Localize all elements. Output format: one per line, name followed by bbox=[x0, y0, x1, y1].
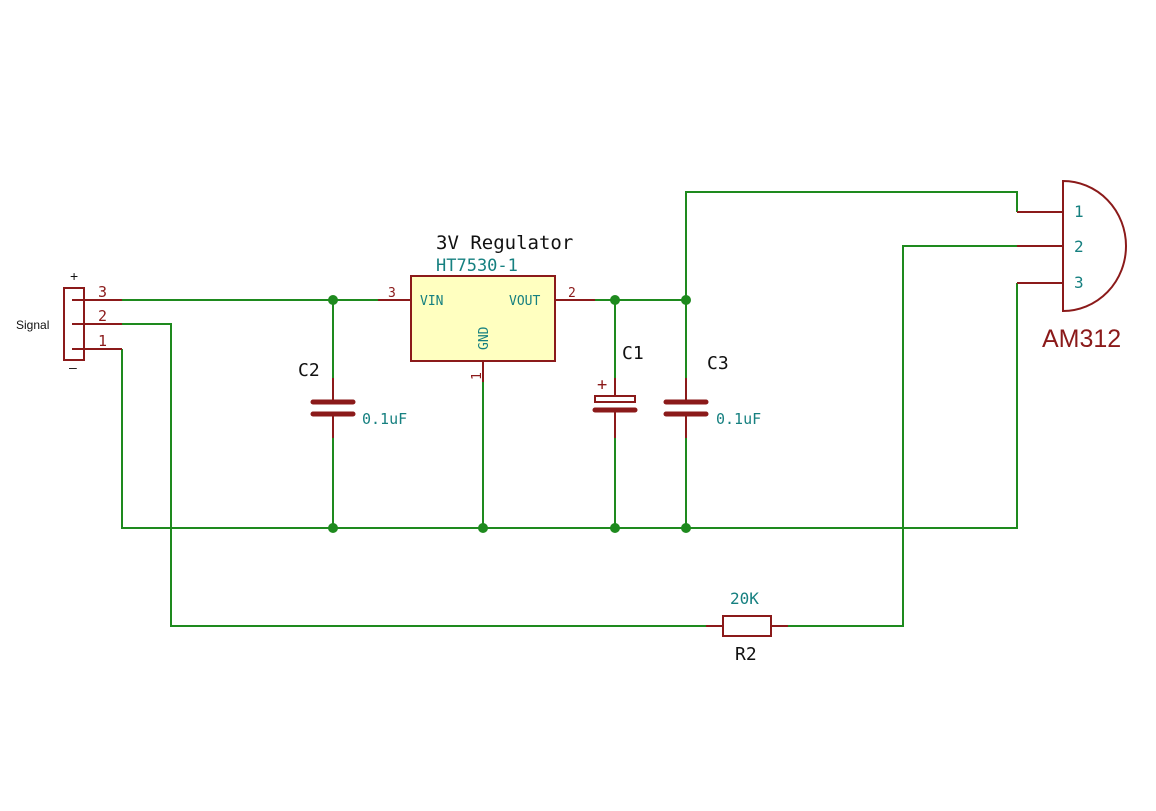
regulator-u1: 3V Regulator HT7530-1 VIN VOUT GND 3 2 1 bbox=[378, 232, 595, 382]
c1-plate-positive bbox=[594, 395, 636, 403]
capacitor-c1: + C1 bbox=[592, 343, 644, 438]
capacitor-c2: C2 0.1uF bbox=[298, 360, 407, 438]
sensor-pin2-number: 2 bbox=[1074, 237, 1084, 256]
c2-value: 0.1uF bbox=[362, 410, 407, 428]
sensor-part-name: AM312 bbox=[1042, 325, 1121, 353]
connector-minus-mark: – bbox=[69, 359, 77, 375]
junction-vout-c1 bbox=[610, 295, 620, 305]
junctions bbox=[328, 295, 691, 533]
c2-reference: C2 bbox=[298, 360, 320, 381]
regulator-gnd-pin-number: 1 bbox=[470, 372, 485, 380]
wire-signal bbox=[122, 323, 706, 627]
r2-body bbox=[722, 615, 772, 637]
junction-gnd-c2 bbox=[328, 523, 338, 533]
sensor-body bbox=[1062, 179, 1127, 313]
connector-pin3-number: 3 bbox=[98, 283, 107, 301]
regulator-vin-label: VIN bbox=[420, 294, 443, 309]
wire-vout-to-sensor-pin1 bbox=[685, 191, 1018, 300]
regulator-body bbox=[410, 275, 556, 362]
junction-gnd-c1 bbox=[610, 523, 620, 533]
r2-reference: R2 bbox=[735, 644, 757, 665]
r2-value: 20K bbox=[730, 589, 759, 608]
junction-vin-c2 bbox=[328, 295, 338, 305]
c3-value: 0.1uF bbox=[716, 410, 761, 428]
resistor-r2: 20K R2 bbox=[706, 589, 788, 665]
sensor-pin3-number: 3 bbox=[1074, 273, 1084, 292]
c3-reference: C3 bbox=[707, 353, 729, 374]
capacitor-c3: C3 0.1uF bbox=[663, 353, 761, 438]
c1-polarity-mark: + bbox=[597, 375, 607, 395]
connector-signal-label: Signal bbox=[16, 318, 49, 332]
sensor-pin1-number: 1 bbox=[1074, 202, 1084, 221]
c1-reference: C1 bbox=[622, 343, 644, 364]
junction-gnd-c3 bbox=[681, 523, 691, 533]
regulator-part-number: HT7530-1 bbox=[436, 256, 518, 276]
regulator-vout-label: VOUT bbox=[509, 294, 540, 309]
wires bbox=[121, 191, 1018, 627]
regulator-vout-pin-number: 2 bbox=[568, 286, 576, 301]
regulator-title: 3V Regulator bbox=[436, 232, 573, 254]
connector-pin1-number: 1 bbox=[98, 332, 107, 350]
junction-gnd-reg bbox=[478, 523, 488, 533]
wire-r2-to-sensor-pin2 bbox=[788, 245, 1017, 627]
connector-plus-mark: + bbox=[70, 268, 78, 284]
regulator-gnd-label: GND bbox=[477, 326, 492, 350]
connector-pin2-number: 2 bbox=[98, 307, 107, 325]
pir-sensor: 1 2 3 AM312 bbox=[1017, 179, 1127, 353]
junction-vout-c3 bbox=[681, 295, 691, 305]
connector-j1: 3 2 1 + – Signal bbox=[16, 268, 122, 375]
regulator-vin-pin-number: 3 bbox=[388, 286, 396, 301]
wire-ground-rail bbox=[121, 283, 1018, 529]
